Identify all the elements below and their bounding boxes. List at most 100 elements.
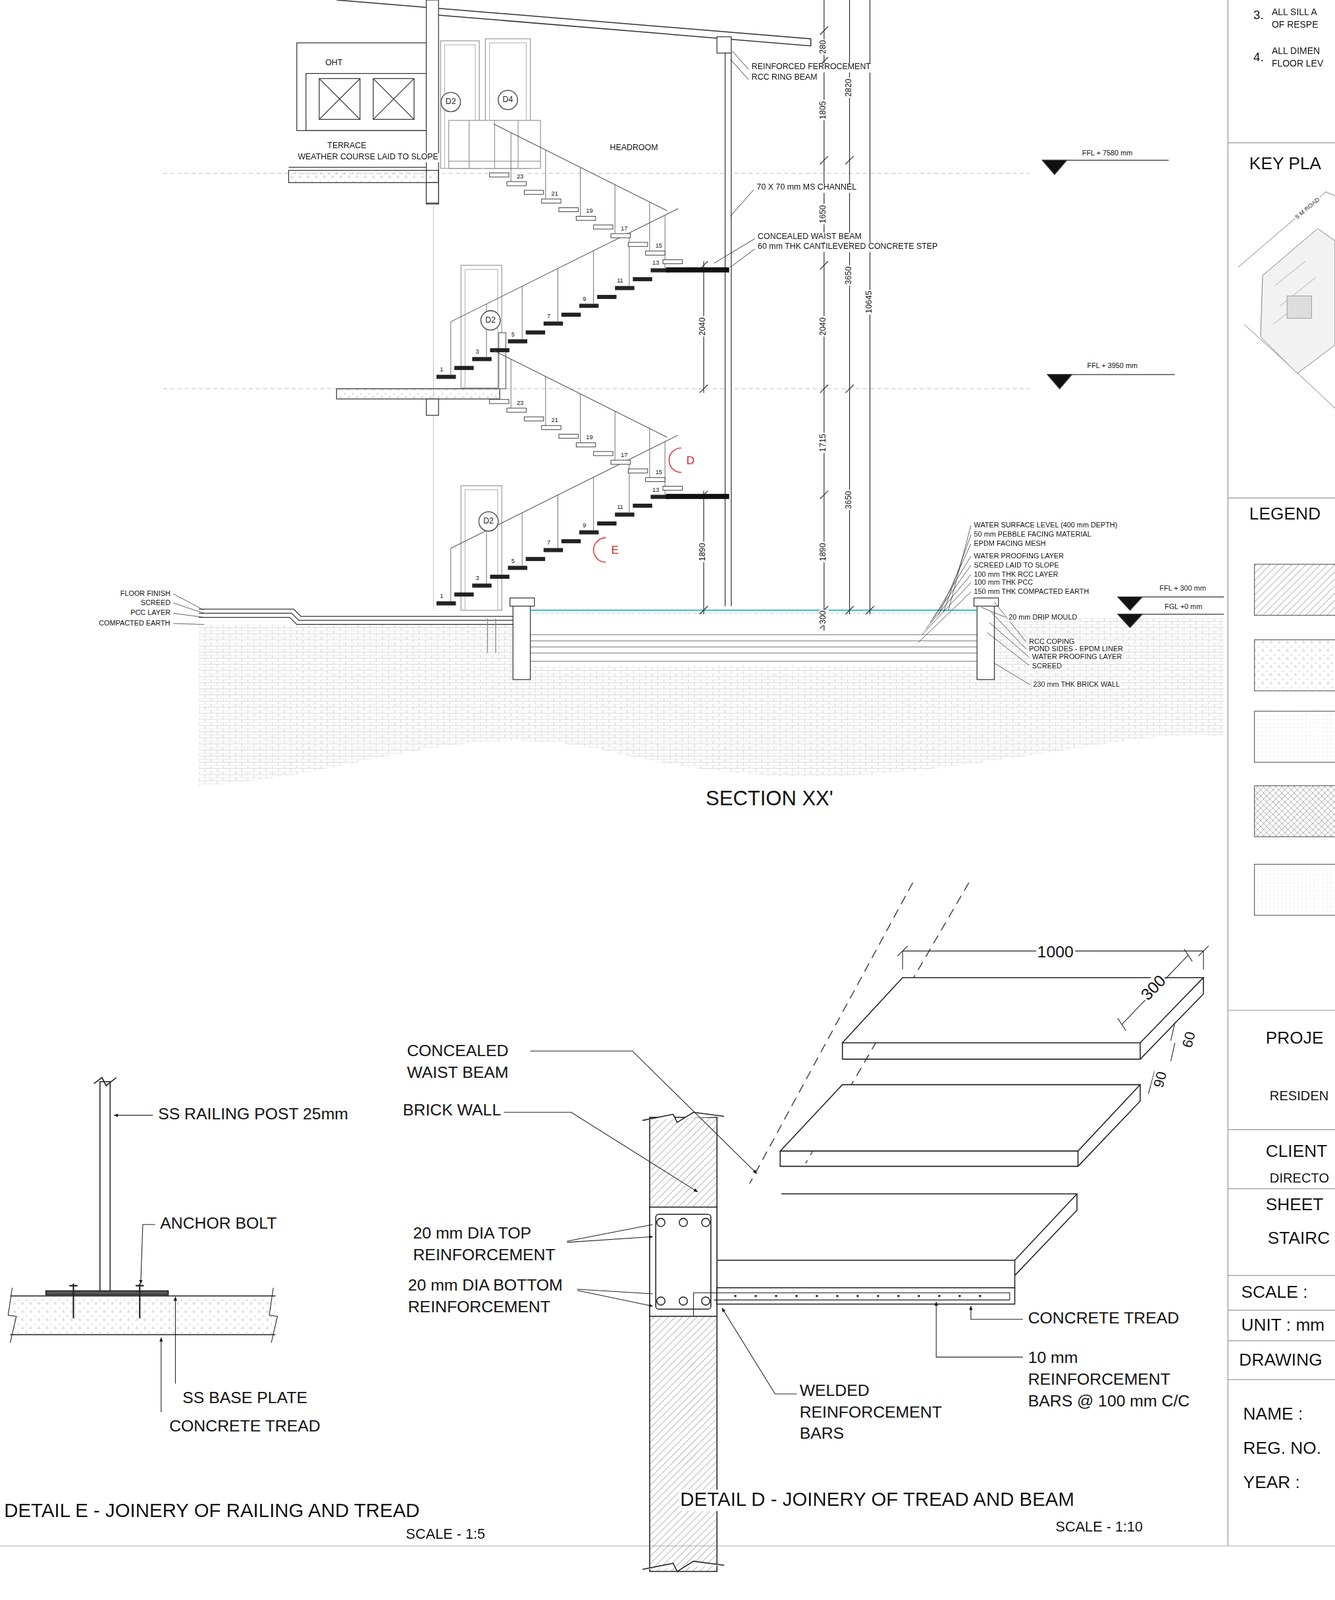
step-number: 7 — [545, 312, 551, 320]
key-plan — [1238, 191, 1335, 409]
door-tag: D2 — [480, 310, 501, 331]
detail-e-drawing — [114, 1114, 154, 1116]
step-number: 19 — [585, 434, 594, 442]
step-number: 3 — [474, 348, 480, 355]
section-drawing — [288, 167, 426, 168]
detail-callout: E — [610, 543, 620, 557]
railing-post — [510, 132, 512, 182]
part-label: 10 mm REINFORCEMENT BARS @ 100 mm C/C — [1026, 1347, 1208, 1412]
dimension: 90 — [1150, 1069, 1171, 1091]
layer-label: EPDM FACING MESH — [972, 539, 1047, 548]
step-number: 23 — [515, 173, 524, 180]
section-drawing — [510, 597, 535, 606]
panel-field: NAME : — [1242, 1404, 1305, 1424]
railing-post — [450, 548, 451, 602]
layer-label: SCREED — [139, 599, 172, 607]
stair-tread — [575, 443, 596, 447]
dimension: 1890 — [699, 541, 709, 563]
stair-tread — [614, 285, 634, 290]
section-drawing — [319, 78, 361, 120]
section-drawing — [460, 485, 502, 611]
part-label: 20 mm DIA TOP REINFORCEMENT — [412, 1223, 567, 1266]
railing-post — [486, 530, 488, 584]
dimension: 3650 — [845, 489, 855, 511]
railing-post — [593, 477, 594, 531]
key-plan — [1272, 261, 1316, 325]
detail-e-drawing — [9, 1295, 276, 1335]
detail-e-drawing — [175, 1296, 176, 1384]
part-label: 20 mm DRIP MOULD — [1007, 612, 1079, 621]
detail-d-drawing — [716, 1287, 1015, 1305]
layer-label: COMPACTED EARTH — [98, 619, 172, 628]
section-drawing — [448, 120, 541, 169]
detail-d-drawing — [780, 1084, 1141, 1166]
step-number: 19 — [585, 208, 594, 215]
dimension: 2820 — [845, 77, 855, 99]
section-drawing — [917, 525, 971, 643]
stair-tread — [506, 408, 526, 413]
detail-d-drawing — [655, 1213, 711, 1309]
panel-field: DRAWING — [1238, 1350, 1324, 1370]
railing-post — [557, 268, 559, 322]
detail-e-drawing — [7, 1077, 278, 1413]
step-number: 11 — [616, 504, 625, 511]
part-label: SCREED — [1030, 662, 1063, 671]
level-label: FGL +0 mm — [1163, 602, 1204, 611]
detail-d-drawing — [642, 1111, 725, 1122]
stair-tread — [436, 601, 456, 605]
railing-post — [593, 250, 594, 305]
detail-d-drawing — [642, 1560, 725, 1571]
part-label: 20 mm DIA BOTTOM REINFORCEMENT — [406, 1275, 578, 1318]
legend-swatch — [1254, 639, 1335, 691]
section-drawing — [173, 593, 204, 625]
legend-swatch — [1254, 710, 1335, 762]
panel-heading: SHEET — [1264, 1195, 1325, 1215]
dimension: 2040 — [819, 316, 829, 338]
section-drawing — [823, 0, 825, 631]
section-drawing — [163, 388, 1031, 390]
section-drawing — [530, 612, 978, 614]
title-block — [1227, 1309, 1335, 1310]
detail-e-drawing — [160, 1337, 162, 1413]
section-drawing — [713, 50, 755, 268]
title-block — [1227, 0, 1229, 1546]
note-text: FLOOR LEV — [1270, 59, 1324, 70]
stair-tread — [662, 259, 682, 264]
railing-post — [545, 150, 546, 199]
panel-field: SCALE : — [1240, 1283, 1309, 1303]
panel-text: STAIRC — [1266, 1229, 1332, 1249]
section-drawing — [820, 26, 829, 629]
section-drawing — [1117, 597, 1143, 611]
railing-post — [614, 184, 616, 234]
dimension: 2040 — [699, 316, 709, 338]
detail-d-drawing — [503, 1111, 698, 1192]
detail-d-drawing — [679, 1296, 688, 1305]
door-tag-text: D2 — [445, 98, 457, 106]
section-drawing — [296, 42, 427, 131]
dimension: 300 — [1136, 970, 1170, 1005]
section-drawing — [1117, 614, 1143, 628]
handrail — [450, 435, 679, 549]
view-title: SECTION XX' — [705, 786, 835, 810]
stair-tread — [628, 242, 648, 247]
section-drawing — [464, 489, 498, 611]
layer-label: 100 mm THK PCC — [972, 578, 1035, 587]
stair-tread — [561, 539, 581, 544]
section-drawing — [426, 398, 440, 416]
step-number: 11 — [616, 277, 625, 285]
section-drawing — [373, 78, 415, 120]
layer-label: 50 mm PEBBLE FACING MATERIAL — [972, 530, 1093, 539]
part-label: REINFORCED FERROCEMENT — [750, 63, 872, 73]
detail-d-drawing — [701, 1296, 710, 1305]
title-block — [1227, 1188, 1335, 1189]
layer-label: 150 mm THK COMPACTED EARTH — [972, 587, 1091, 596]
detail-d-drawing — [568, 1288, 653, 1306]
stair-tread — [543, 547, 563, 552]
title-block — [0, 0, 1335, 1546]
scale-note: SCALE - 1:5 — [404, 1525, 487, 1542]
staircase — [436, 123, 730, 605]
handrail — [493, 350, 667, 438]
title-block — [1227, 1379, 1335, 1380]
scale-note: SCALE - 1:10 — [1054, 1519, 1145, 1536]
